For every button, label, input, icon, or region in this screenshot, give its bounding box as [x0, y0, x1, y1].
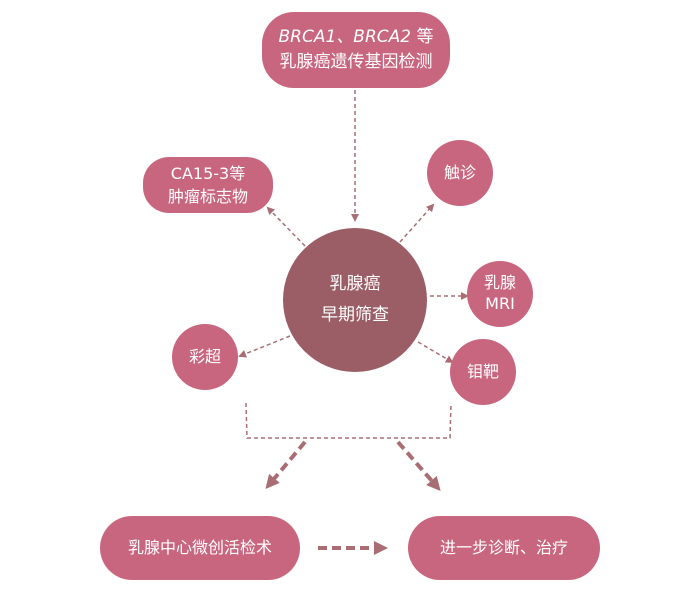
ultrasound-node: 彩超 [172, 324, 238, 390]
diagnosis-label: 进一步诊断、治疗 [439, 538, 568, 558]
arrow-to-marker [266, 206, 306, 247]
palpation-label: 触诊 [443, 163, 476, 183]
mri-node: 乳腺 MRI [467, 261, 533, 327]
arrow-to-biopsy [265, 440, 307, 490]
genetic-test-label: 乳腺癌遗传基因检测 [279, 52, 433, 72]
arrow-to-diagnosis [396, 440, 441, 492]
mri-line1: 乳腺 [483, 273, 516, 293]
tumor-marker-line2: 肿瘤标志物 [167, 187, 248, 206]
genetic-test-genes: BRCA1、BRCA2 [278, 27, 412, 48]
center-line2: 早期筛查 [321, 305, 389, 325]
mammography-label: 钼靶 [466, 362, 499, 382]
tumor-marker-node: CA15-3等 肿瘤标志物 [143, 157, 273, 213]
mammography-node: 钼靶 [450, 339, 516, 405]
ultrasound-label: 彩超 [188, 347, 221, 367]
bracket [245, 402, 452, 439]
center-line1: 乳腺癌 [329, 274, 381, 295]
mri-line2: MRI [485, 294, 515, 313]
genetic-test-node: BRCA1、BRCA2 等 乳腺癌遗传基因检测 [262, 12, 450, 88]
tumor-marker-line1: CA15-3等 [170, 163, 246, 183]
genetic-test-etc: 等 [416, 27, 434, 48]
arrow-to-ultrasound [238, 335, 291, 358]
palpation-node: 触诊 [427, 140, 493, 206]
biopsy-node: 乳腺中心微创活检术 [100, 516, 300, 580]
biopsy-label: 乳腺中心微创活检术 [127, 538, 272, 558]
arrow-to-mammography [417, 341, 454, 364]
center-node: 乳腺癌 早期筛查 [283, 228, 427, 372]
diagnosis-node: 进一步诊断、治疗 [408, 516, 600, 580]
arrow-to-palpation [399, 203, 435, 243]
